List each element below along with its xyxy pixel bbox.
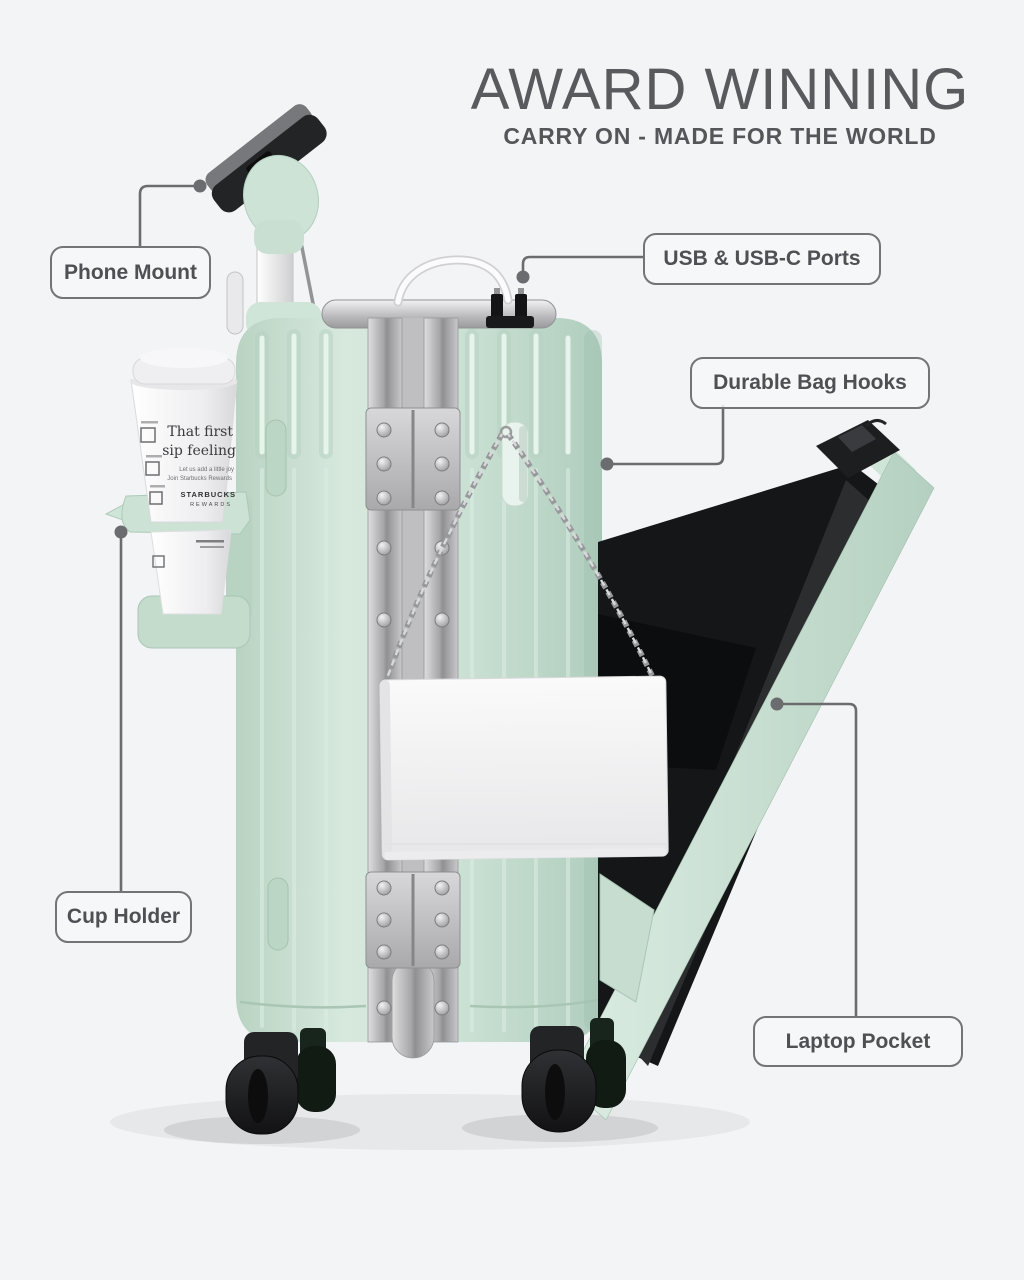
phone-mount-graphic [243, 154, 319, 254]
cup-checkboxes [140, 427, 163, 505]
cup-text-line4: Join Starbucks Rewards [167, 476, 232, 482]
cup-text-line1: That first [167, 424, 233, 440]
pocket-fin [599, 873, 655, 1003]
wheels [225, 1018, 626, 1135]
coffee-cup: That first sip feeling Let us add a litt… [130, 348, 238, 615]
rivets [376, 422, 450, 1016]
callout-usb-ports-label: USB & USB-C Ports [663, 247, 861, 270]
usb-port-graphic [486, 288, 534, 328]
cup-text-line3: Let us add a little joy [179, 467, 234, 473]
callout-phone-mount-label: Phone Mount [64, 260, 197, 284]
callout-bag-hooks: Durable Bag Hooks [690, 357, 930, 409]
callout-laptop-pocket-label: Laptop Pocket [785, 1029, 931, 1053]
ground-shadow [110, 1094, 750, 1150]
pocket-latch [816, 419, 900, 478]
callout-usb-ports: USB & USB-C Ports [643, 233, 881, 285]
page-title: AWARD WINNING [470, 57, 970, 122]
callout-bag-hooks-label: Durable Bag Hooks [713, 371, 907, 394]
callout-cup-holder: Cup Holder [55, 891, 192, 943]
callout-phone-mount: Phone Mount [50, 246, 211, 299]
page-subtitle: CARRY ON - MADE FOR THE WORLD [503, 123, 937, 149]
chain [382, 425, 663, 694]
cup-text-line2: sip feeling [162, 443, 236, 459]
callout-cup-holder-label: Cup Holder [66, 905, 181, 928]
callout-laptop-pocket: Laptop Pocket [753, 1016, 963, 1067]
clutch-bag [379, 675, 669, 861]
cup-brand-line2: REWARDS [190, 502, 232, 508]
front-pocket-open [565, 419, 935, 1121]
bag-hook-graphic [501, 421, 529, 507]
cup-brand-line1: STARBUCKS [180, 490, 236, 499]
usb-cable [393, 255, 513, 307]
